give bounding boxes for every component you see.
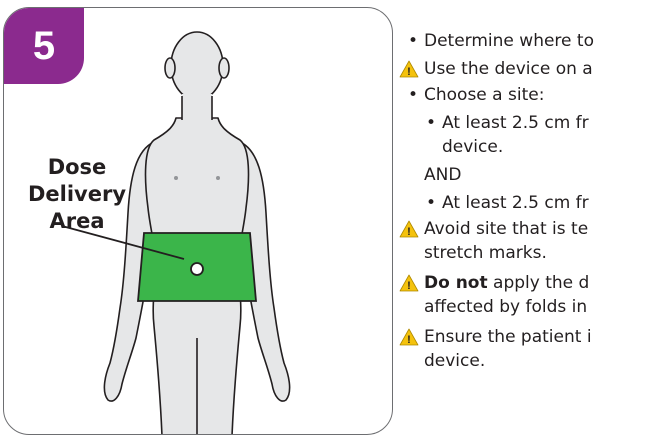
- area-label-line: Dose: [18, 154, 136, 181]
- neck: [182, 94, 212, 120]
- svg-text:!: !: [407, 66, 411, 78]
- warning-do-not-apply: ! Do not apply the d: [424, 272, 589, 294]
- area-label-line: Area: [18, 208, 136, 235]
- and-connector: AND: [424, 164, 461, 186]
- warning-ensure-patient: ! Ensure the patient i: [424, 326, 592, 348]
- instruction-choose-site: Choose a site:: [424, 84, 544, 106]
- warning-avoid-site: ! Avoid site that is te: [424, 218, 588, 240]
- dose-delivery-area-label: Dose Delivery Area: [18, 154, 136, 235]
- head: [171, 32, 223, 100]
- warning-do-not-apply-cont: affected by folds in: [424, 296, 587, 318]
- navel-marker: [191, 263, 203, 275]
- left-ear: [165, 58, 175, 78]
- svg-text:!: !: [407, 226, 411, 238]
- warning-use-device: ! Use the device on a: [424, 58, 593, 80]
- sub-instruction-distance-2: At least 2.5 cm fr: [442, 192, 589, 214]
- sub-instruction-distance-1: At least 2.5 cm fr: [442, 112, 589, 134]
- svg-text:!: !: [407, 334, 411, 346]
- warning-ensure-patient-cont: device.: [424, 350, 485, 372]
- dose-delivery-figure-panel: 5 Dose Delivery: [3, 7, 393, 435]
- sub-instruction-distance-1-cont: device.: [442, 136, 503, 158]
- svg-text:!: !: [407, 280, 411, 292]
- right-nipple: [216, 176, 220, 180]
- warning-icon: !: [399, 220, 419, 238]
- warning-icon: !: [399, 274, 419, 292]
- warning-avoid-site-cont: stretch marks.: [424, 242, 547, 264]
- instruction-determine: Determine where to: [424, 30, 594, 52]
- right-ear: [219, 58, 229, 78]
- step-number-badge: 5: [4, 8, 84, 84]
- warning-icon: !: [399, 60, 419, 78]
- left-nipple: [174, 176, 178, 180]
- area-label-line: Delivery: [18, 181, 136, 208]
- warning-icon: !: [399, 328, 419, 346]
